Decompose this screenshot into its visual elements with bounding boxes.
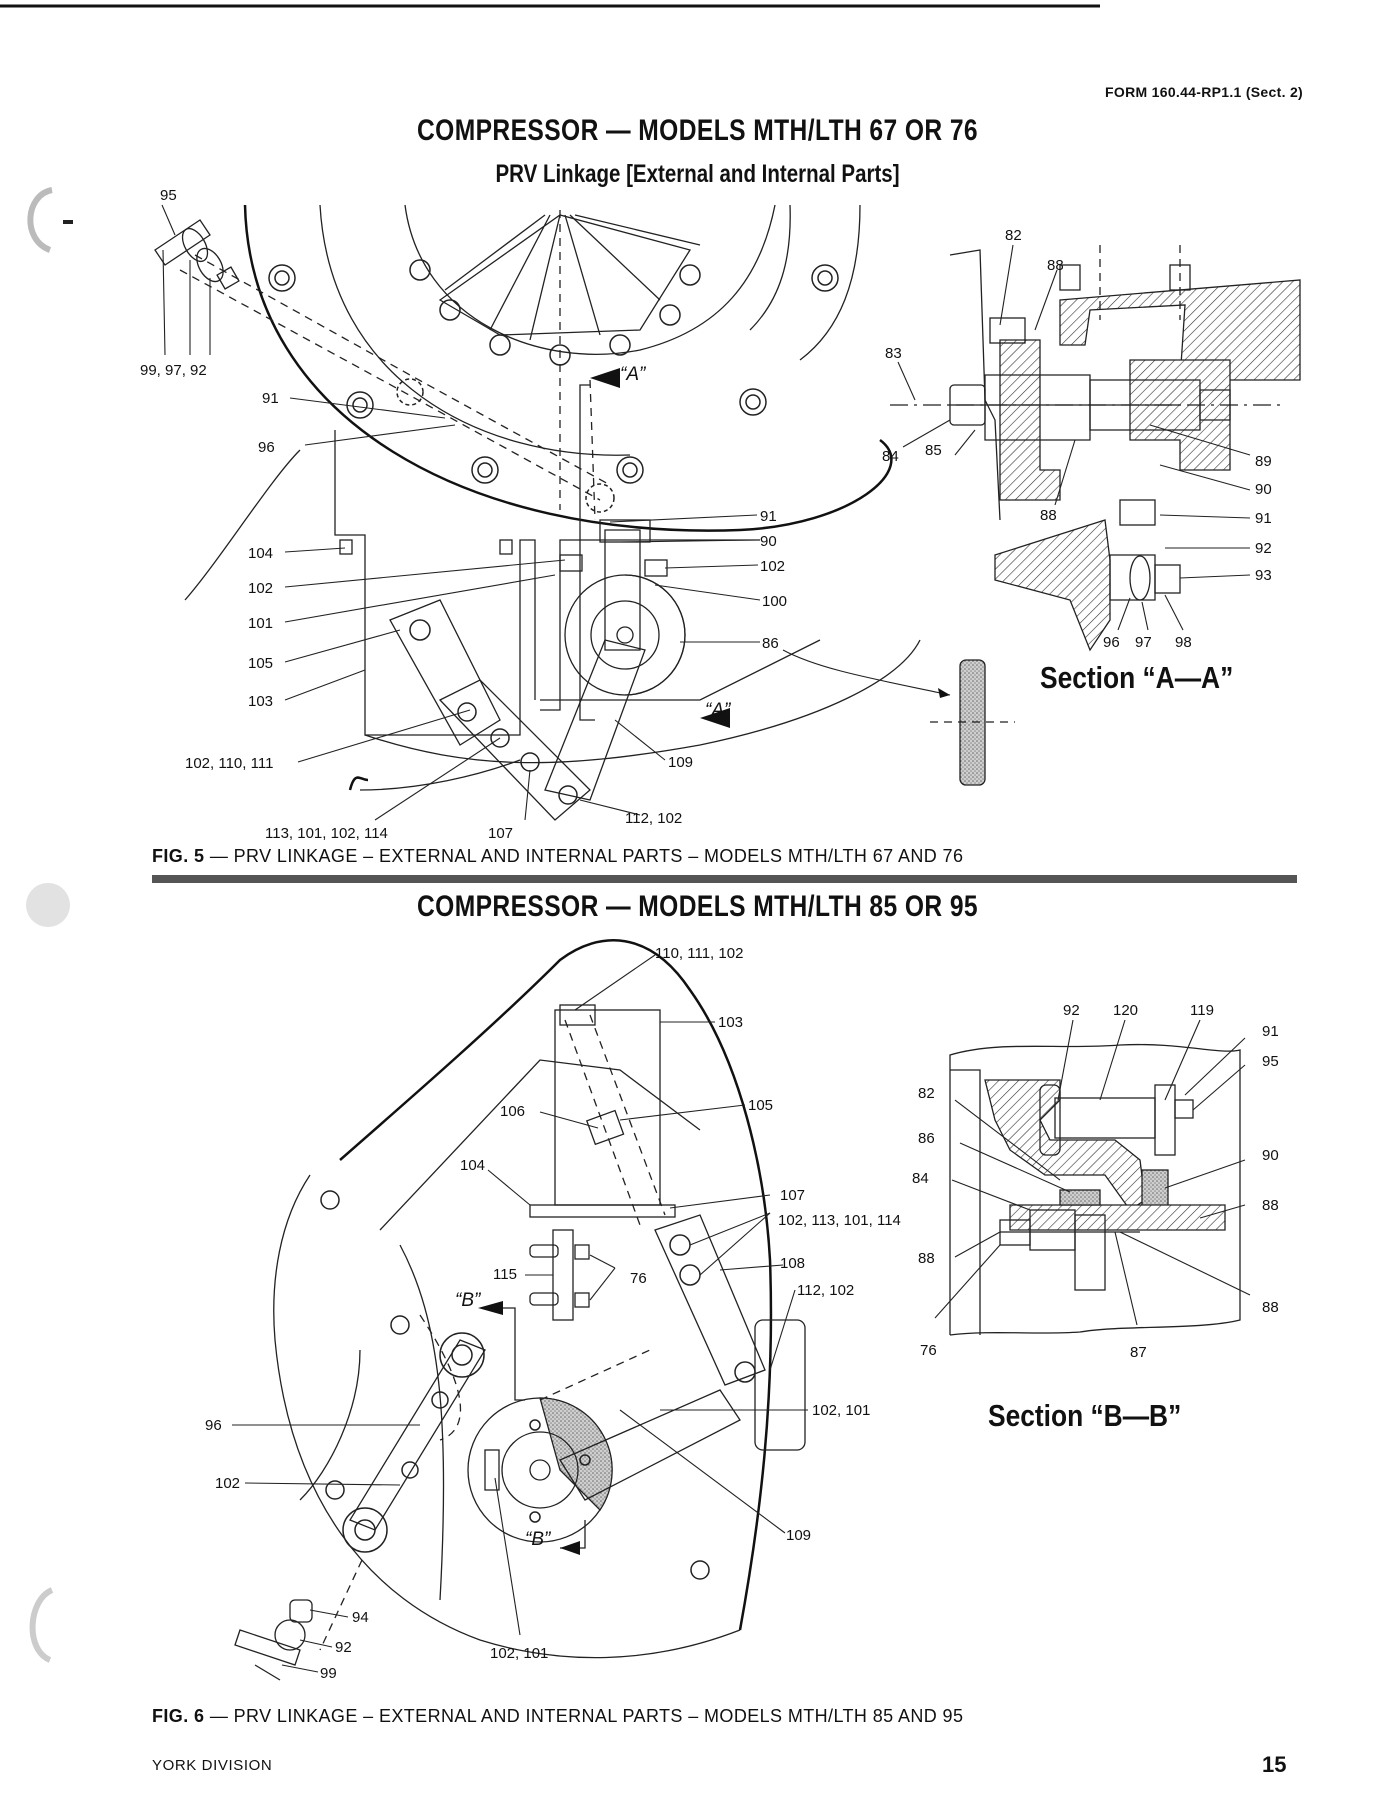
label-108: 108 bbox=[780, 1255, 805, 1272]
fig5-disc-section bbox=[930, 659, 1015, 786]
label-b-120: 120 bbox=[1113, 1002, 1138, 1019]
label-115: 115 bbox=[493, 1266, 517, 1283]
label-a-88-low: 88 bbox=[1040, 507, 1057, 524]
page-number: 15 bbox=[1262, 1752, 1287, 1777]
section-b-b-drawing bbox=[949, 1043, 1241, 1336]
label-a-92: 92 bbox=[1255, 540, 1272, 557]
section-a-a-label: Section “A—A” bbox=[1040, 660, 1234, 695]
form-number: FORM 160.44-RP1.1 (Sect. 2) bbox=[1105, 84, 1303, 100]
label-102: 102 bbox=[248, 580, 273, 597]
label-113-101-102-114: 113, 101, 102, 114 bbox=[265, 825, 388, 842]
fig5-caption-text: — PRV LINKAGE – EXTERNAL AND INTERNAL PA… bbox=[204, 846, 964, 866]
label-86: 86 bbox=[762, 635, 779, 652]
label-b-119: 119 bbox=[1190, 1002, 1214, 1019]
label-b-91: 91 bbox=[1262, 1023, 1279, 1040]
label-104: 104 bbox=[460, 1157, 485, 1174]
label-a-90: 90 bbox=[1255, 481, 1272, 498]
label-a-88: 88 bbox=[1047, 257, 1064, 274]
footer-division: YORK DIVISION bbox=[152, 1757, 273, 1774]
label-a-98: 98 bbox=[1175, 634, 1192, 651]
label-b-88-bottom: 88 bbox=[1262, 1299, 1279, 1316]
label-105: 105 bbox=[748, 1097, 773, 1114]
label-b-87: 87 bbox=[1130, 1344, 1147, 1361]
label-99: 99 bbox=[320, 1665, 337, 1682]
section-a-a-leaders bbox=[897, 244, 1251, 631]
fig5-caption: FIG. 5 — PRV LINKAGE – EXTERNAL AND INTE… bbox=[152, 846, 963, 867]
label-95: 95 bbox=[160, 187, 177, 204]
figure-separator bbox=[152, 875, 1297, 883]
fig5-subtitle: PRV Linkage [External and Internal Parts… bbox=[495, 160, 900, 188]
label-107: 107 bbox=[488, 825, 513, 842]
label-b-86: 86 bbox=[918, 1130, 935, 1147]
label-a-96: 96 bbox=[1103, 634, 1120, 651]
label-99-97-92: 99, 97, 92 bbox=[140, 362, 207, 379]
label-102-113-101-114: 102, 113, 101, 114 bbox=[778, 1212, 901, 1229]
label-102-101-right: 102, 101 bbox=[812, 1402, 870, 1419]
label-104: 104 bbox=[248, 545, 273, 562]
fig6-title: COMPRESSOR — MODELS MTH/LTH 85 OR 95 bbox=[416, 890, 979, 923]
binder-holes bbox=[26, 187, 73, 1663]
label-b-90: 90 bbox=[1262, 1147, 1279, 1164]
label-103: 103 bbox=[718, 1014, 743, 1031]
label-103: 103 bbox=[248, 693, 273, 710]
label-section-mark-a-top: “A” bbox=[620, 364, 647, 385]
label-109: 109 bbox=[668, 754, 693, 771]
label-a-83: 83 bbox=[885, 345, 902, 362]
label-section-mark-b-top: “B” bbox=[455, 1290, 482, 1311]
fig6-main-drawing bbox=[234, 939, 806, 1681]
label-b-92: 92 bbox=[1063, 1002, 1080, 1019]
fig5-main-drawing bbox=[154, 204, 921, 821]
label-102-101-bottom: 102, 101 bbox=[490, 1645, 548, 1662]
label-101: 101 bbox=[248, 615, 273, 632]
label-a-89: 89 bbox=[1255, 453, 1272, 470]
label-76: 76 bbox=[630, 1270, 647, 1287]
fig6-caption: FIG. 6 — PRV LINKAGE – EXTERNAL AND INTE… bbox=[152, 1706, 963, 1727]
fig6-caption-number: FIG. 6 bbox=[152, 1706, 205, 1726]
label-section-mark-b-bottom: “B” bbox=[525, 1529, 552, 1550]
label-96: 96 bbox=[258, 439, 275, 456]
label-a-82: 82 bbox=[1005, 227, 1022, 244]
fig5-caption-number: FIG. 5 bbox=[152, 846, 205, 866]
label-90: 90 bbox=[760, 533, 777, 550]
label-102: 102 bbox=[215, 1475, 240, 1492]
label-100: 100 bbox=[762, 593, 787, 610]
section-b-b-label: Section “B—B” bbox=[988, 1398, 1182, 1433]
label-a-85: 85 bbox=[925, 442, 942, 459]
fig5-leader-lines bbox=[161, 204, 951, 821]
fig6-caption-text: — PRV LINKAGE – EXTERNAL AND INTERNAL PA… bbox=[204, 1706, 964, 1726]
fig6-leader-lines bbox=[232, 954, 808, 1673]
label-91: 91 bbox=[262, 390, 279, 407]
label-109: 109 bbox=[786, 1527, 811, 1544]
label-96: 96 bbox=[205, 1417, 222, 1434]
label-106: 106 bbox=[500, 1103, 525, 1120]
label-112-102: 112, 102 bbox=[625, 810, 682, 827]
label-b-82: 82 bbox=[918, 1085, 935, 1102]
label-section-mark-a-bottom: “A” bbox=[705, 700, 732, 721]
fig6-labels: 110, 111, 102 103 106 105 104 107 102, 1… bbox=[205, 945, 1279, 1682]
label-b-88-left: 88 bbox=[918, 1250, 935, 1267]
fig5-title: COMPRESSOR — MODELS MTH/LTH 67 OR 76 bbox=[416, 114, 979, 147]
label-102-right: 102 bbox=[760, 558, 785, 575]
label-a-97: 97 bbox=[1135, 634, 1152, 651]
label-a-91: 91 bbox=[1255, 510, 1272, 527]
section-b-b-leaders bbox=[934, 1019, 1251, 1326]
fig5-labels: 95 99, 97, 92 91 96 104 102 101 105 103 … bbox=[140, 187, 1272, 842]
label-b-88-right: 88 bbox=[1262, 1197, 1279, 1214]
label-105: 105 bbox=[248, 655, 273, 672]
label-a-84: 84 bbox=[882, 448, 899, 465]
label-b-84: 84 bbox=[912, 1170, 929, 1187]
label-91-right: 91 bbox=[760, 508, 777, 525]
section-a-a-drawing bbox=[890, 245, 1301, 652]
label-110-111-102: 110, 111, 102 bbox=[655, 945, 743, 962]
label-92: 92 bbox=[335, 1639, 352, 1656]
label-102-110-111: 102, 110, 111 bbox=[185, 755, 273, 772]
label-112-102: 112, 102 bbox=[797, 1282, 854, 1299]
label-a-93: 93 bbox=[1255, 567, 1272, 584]
label-b-95: 95 bbox=[1262, 1053, 1279, 1070]
label-107: 107 bbox=[780, 1187, 805, 1204]
label-b-76: 76 bbox=[920, 1342, 937, 1359]
label-94: 94 bbox=[352, 1609, 369, 1626]
